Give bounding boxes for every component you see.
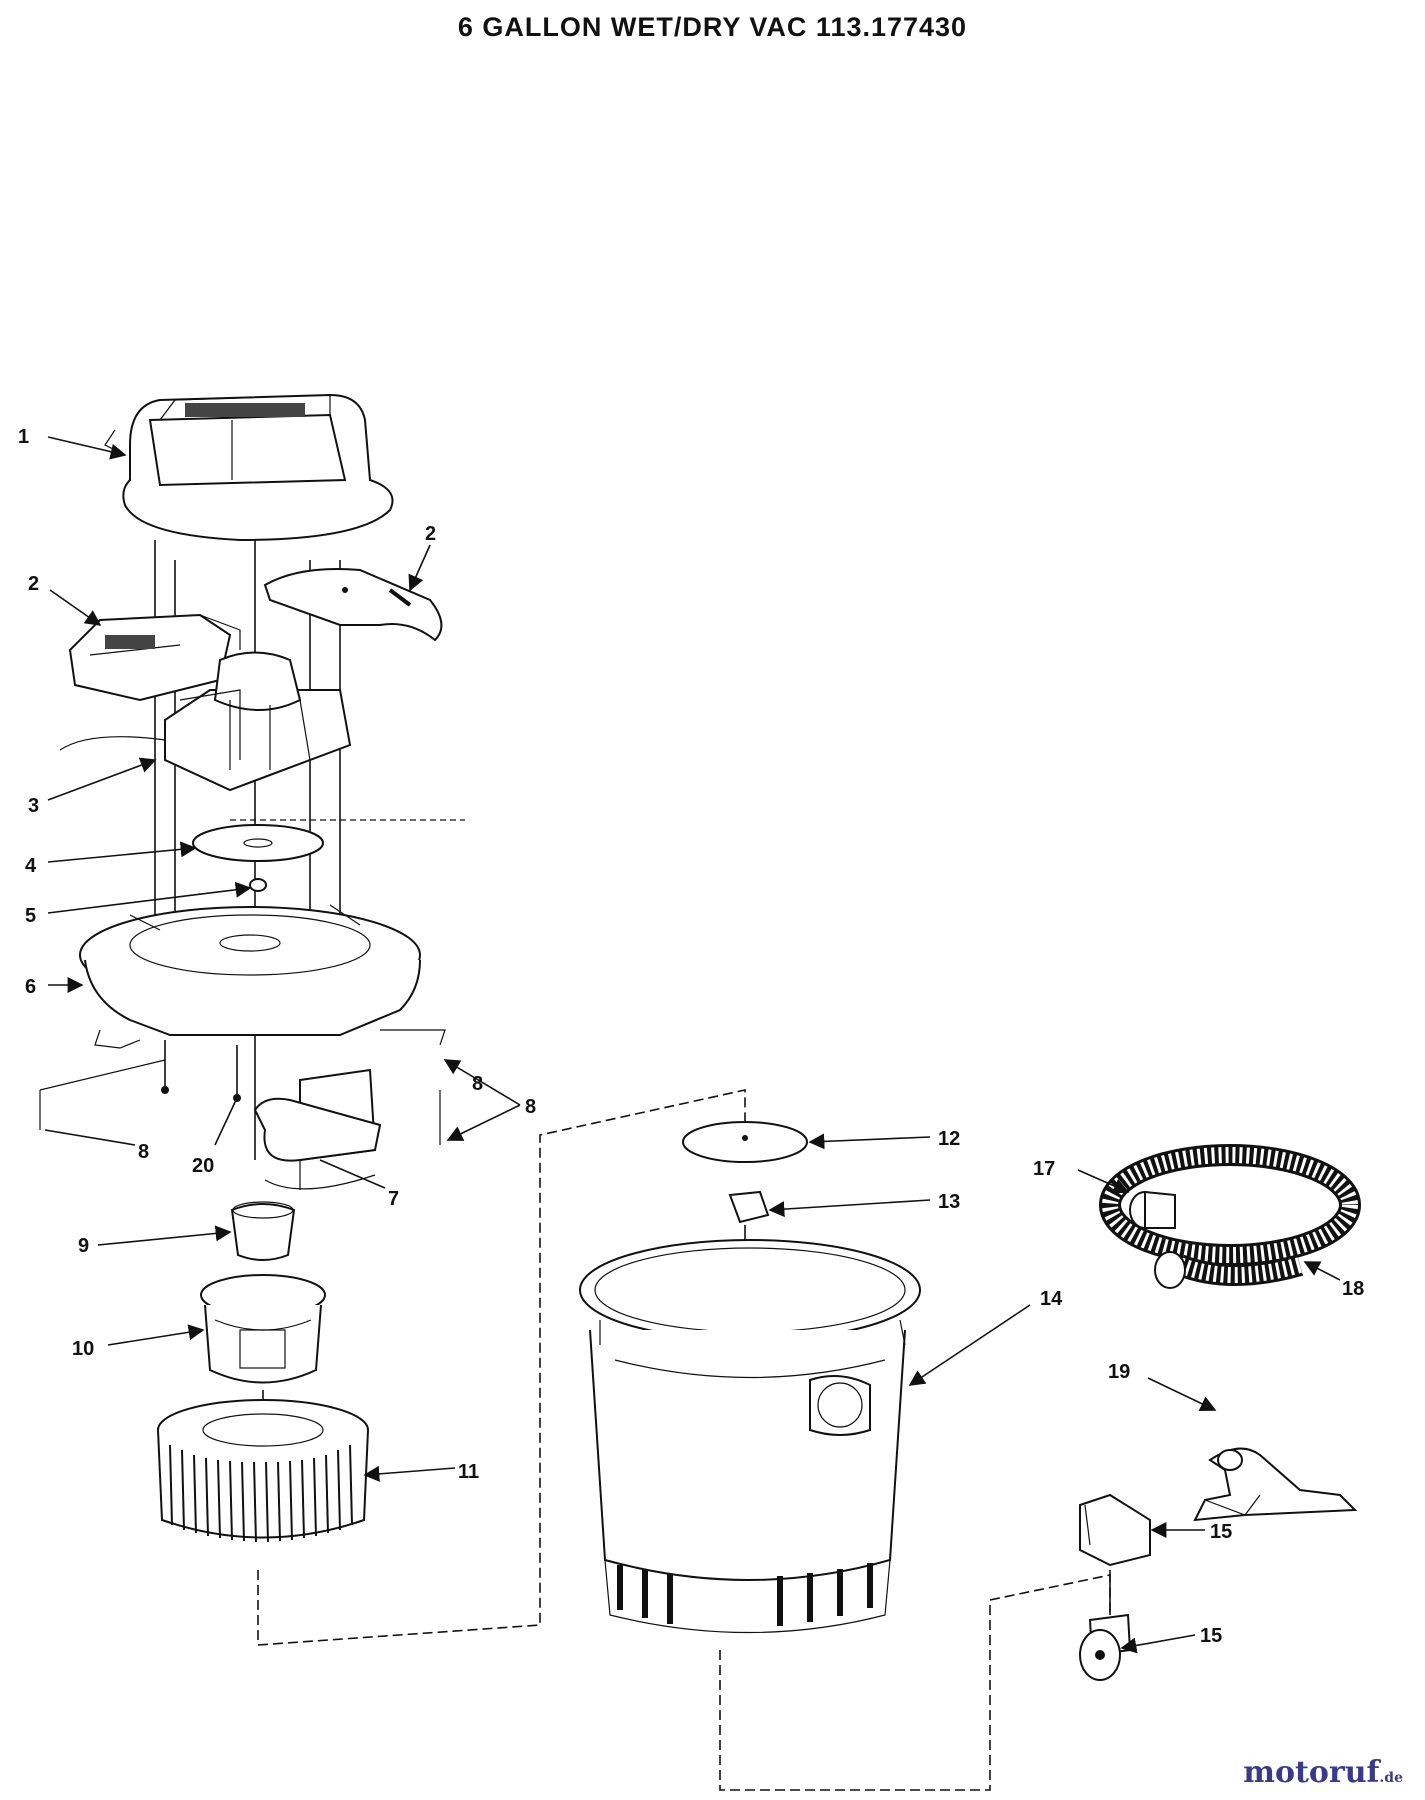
callout-3: 3 — [28, 795, 39, 817]
callout-18: 18 — [1342, 1278, 1364, 1300]
callout-5: 5 — [25, 905, 36, 927]
part-10-filter-cage — [200, 1274, 326, 1384]
watermark-tld: .de — [1379, 1770, 1403, 1786]
callout-8-mid: 8 — [472, 1073, 483, 1095]
callout-9: 9 — [78, 1235, 89, 1257]
callout-12: 12 — [938, 1128, 960, 1150]
part-1-top-cover — [104, 393, 394, 542]
callout-8-bottom: 8 — [138, 1141, 149, 1163]
callout-2-left: 2 — [28, 573, 39, 595]
part-18-hose — [1099, 1144, 1361, 1289]
part-3-motor — [59, 651, 352, 792]
part-4-impeller-disc — [192, 824, 324, 862]
screws-8-20 — [39, 1040, 441, 1145]
part-12-cap — [682, 1121, 808, 1163]
dashed-assembly-path — [257, 1089, 1111, 1791]
part-15-caster-wheel — [1079, 1570, 1132, 1681]
part-5-nut — [249, 878, 267, 892]
part-17-hose-cuff — [1129, 1190, 1176, 1229]
part-9-float — [230, 1201, 296, 1261]
watermark-name: motoruf — [1243, 1755, 1380, 1790]
callout-17: 17 — [1033, 1158, 1055, 1180]
leader-lines — [44, 436, 1341, 1654]
callout-10: 10 — [72, 1338, 94, 1360]
part-19-nozzle — [1193, 1447, 1358, 1522]
callout-2-right: 2 — [425, 523, 436, 545]
part-6-lid — [79, 904, 446, 1049]
diagram-title: 6 GALLON WET/DRY VAC 113.177430 — [457, 12, 968, 42]
part-2-latch — [263, 568, 443, 642]
callout-14: 14 — [1040, 1288, 1063, 1310]
part-14-tank — [579, 1239, 921, 1634]
callout-20: 20 — [192, 1155, 214, 1177]
callout-1: 1 — [18, 426, 29, 448]
callout-13: 13 — [938, 1191, 960, 1213]
callout-15-wheel: 15 — [1200, 1625, 1222, 1647]
callout-6: 6 — [25, 976, 36, 998]
part-11-cartridge-filter — [157, 1399, 369, 1543]
callout-4: 4 — [25, 855, 37, 877]
part-15-caster-mount — [1079, 1493, 1151, 1567]
part-7-float-cage — [253, 1068, 382, 1190]
callout-19: 19 — [1108, 1361, 1130, 1383]
callout-7: 7 — [388, 1188, 399, 1210]
watermark-logo: motoruf.de — [1243, 1755, 1403, 1790]
callout-11: 11 — [458, 1461, 479, 1483]
callout-15-mount: 15 — [1210, 1521, 1232, 1543]
callout-numbers: 1 2 2 3 4 5 6 8 8 20 7 8 9 10 11 12 13 1… — [18, 426, 1364, 1647]
callout-8-right: 8 — [525, 1096, 536, 1118]
part-2-switch-housing — [68, 613, 241, 702]
